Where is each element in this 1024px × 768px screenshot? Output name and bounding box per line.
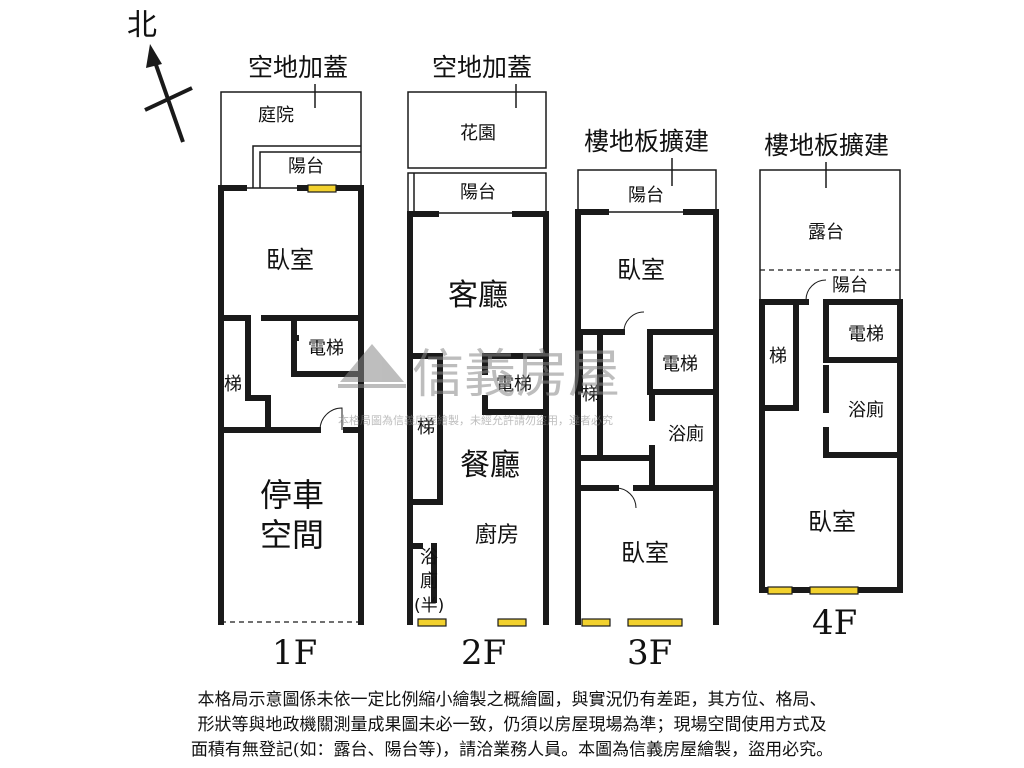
f2-floor-label: 2F bbox=[461, 633, 506, 673]
f4-elevator-label: 電梯 bbox=[848, 324, 884, 345]
f2-balcony-area bbox=[407, 172, 547, 214]
floor-4f: 樓地板擴建 露台 陽台 梯 電梯 浴廁 臥室 4F bbox=[759, 131, 903, 643]
f4-floor-label: 4F bbox=[812, 603, 857, 643]
f2-dining-label: 餐廳 bbox=[460, 448, 520, 483]
compass-arrowhead bbox=[146, 44, 162, 68]
f3-door-swing-b bbox=[615, 487, 637, 509]
f1-balcony-label: 陽台 bbox=[288, 156, 324, 177]
compass: 北 bbox=[127, 8, 193, 143]
f2-garden-label: 花園 bbox=[460, 123, 496, 144]
f2-extension-label: 空地加蓋 bbox=[432, 53, 532, 82]
f3-bedroom-b-label: 臥室 bbox=[621, 539, 669, 567]
f3-elevator-label: 電梯 bbox=[662, 354, 698, 375]
floor-2f: 空地加蓋 花園 陽台 客廳 電梯 梯 餐廳 廚房 浴 廁 (半) 2F bbox=[407, 53, 549, 673]
f2-window-right bbox=[497, 618, 527, 627]
f1-window-top bbox=[307, 184, 337, 193]
floor-3f: 樓地板擴建 陽台 臥室 電梯 梯 浴廁 臥室 3F bbox=[575, 127, 719, 673]
f2-elevator-label: 電梯 bbox=[496, 374, 532, 395]
f2-balcony-label: 陽台 bbox=[460, 182, 496, 203]
f1-balcony-inner bbox=[259, 151, 361, 188]
f1-parking-label-1: 停車 bbox=[260, 476, 324, 514]
watermark: 信義房屋 本格局圖為信義房屋繪製，未經允許請勿盜用，違者必究 bbox=[338, 344, 620, 427]
f1-bedroom-label: 臥室 bbox=[266, 246, 314, 274]
f4-bedroom-label: 臥室 bbox=[808, 508, 856, 536]
compass-arrow bbox=[153, 61, 185, 143]
f3-door-swing-a bbox=[623, 311, 645, 335]
north-label: 北 bbox=[127, 8, 157, 43]
f1-floor-label: 1F bbox=[272, 633, 317, 673]
f1-extension-label: 空地加蓋 bbox=[248, 53, 348, 82]
disclaimer-text: 本格局示意圖係未依一定比例縮小繪製之概繪圖，與實況仍有差距，其方位、格局、 形狀… bbox=[0, 688, 1024, 763]
f3-bedroom-a-label: 臥室 bbox=[617, 256, 665, 284]
f3-floor-label: 3F bbox=[627, 633, 672, 673]
f1-parking-label-2: 空間 bbox=[260, 516, 324, 554]
f4-stairs-label: 梯 bbox=[769, 346, 787, 367]
f3-bath-label: 浴廁 bbox=[668, 423, 704, 445]
f1-courtyard-label: 庭院 bbox=[258, 105, 294, 126]
watermark-brand: 信義房屋 bbox=[412, 345, 620, 405]
f4-extension-label: 樓地板擴建 bbox=[764, 131, 889, 160]
f1-stairs-label: 梯 bbox=[224, 374, 242, 395]
disclaimer-line-1: 本格局示意圖係未依一定比例縮小繪製之概繪圖，與實況仍有差距，其方位、格局、 bbox=[197, 690, 827, 710]
f3-window-right bbox=[627, 618, 683, 627]
f4-terrace-outline bbox=[759, 169, 901, 300]
f2-bath-label-3: (半) bbox=[414, 596, 444, 616]
floor-1f: 空地加蓋 庭院 陽台 臥室 電梯 梯 停車 空間 1F bbox=[218, 53, 364, 673]
f3-walls bbox=[575, 209, 719, 625]
disclaimer-line-2: 形狀等與地政機關測量成果圖未必一致，仍須以房屋現場為準；現場空間使用方式及 bbox=[197, 715, 827, 735]
f2-living-label: 客廳 bbox=[448, 278, 508, 313]
f4-terrace-label: 露台 bbox=[808, 222, 844, 243]
f2-bath-label-1: 浴 bbox=[420, 547, 438, 568]
f3-stairs-label: 梯 bbox=[582, 384, 600, 405]
f2-bath-label-2: 廁 bbox=[420, 570, 438, 592]
f2-walls bbox=[407, 211, 549, 625]
f3-extension-label: 樓地板擴建 bbox=[584, 127, 709, 156]
f4-bath-label: 浴廁 bbox=[848, 399, 884, 421]
f4-balcony-label: 陽台 bbox=[832, 275, 868, 296]
f1-courtyard-area bbox=[220, 91, 362, 189]
f3-balcony-area bbox=[577, 169, 717, 213]
f4-door-swing-top bbox=[805, 279, 827, 301]
f1-balcony-outline bbox=[252, 145, 361, 188]
f4-window-left bbox=[767, 586, 793, 595]
f2-garden-area bbox=[407, 91, 547, 169]
f4-window-right bbox=[809, 586, 859, 595]
f2-stairs-label: 梯 bbox=[417, 417, 435, 438]
f2-window-left bbox=[417, 618, 447, 627]
f1-door-swing bbox=[319, 407, 343, 431]
compass-cross bbox=[144, 86, 193, 112]
f3-balcony-label: 陽台 bbox=[628, 185, 664, 206]
disclaimer-line-3: 面積有無登記(如：露台、陽台等)，請洽業務人員。本圖為信義房屋繪製，盜用必究。 bbox=[190, 740, 834, 760]
f1-elevator-label: 電梯 bbox=[308, 338, 344, 359]
watermark-logo-icon bbox=[338, 344, 406, 388]
f3-window-left bbox=[581, 618, 611, 627]
f2-kitchen-label: 廚房 bbox=[475, 523, 519, 548]
watermark-notice: 本格局圖為信義房屋繪製，未經允許請勿盜用，違者必究 bbox=[338, 413, 613, 427]
